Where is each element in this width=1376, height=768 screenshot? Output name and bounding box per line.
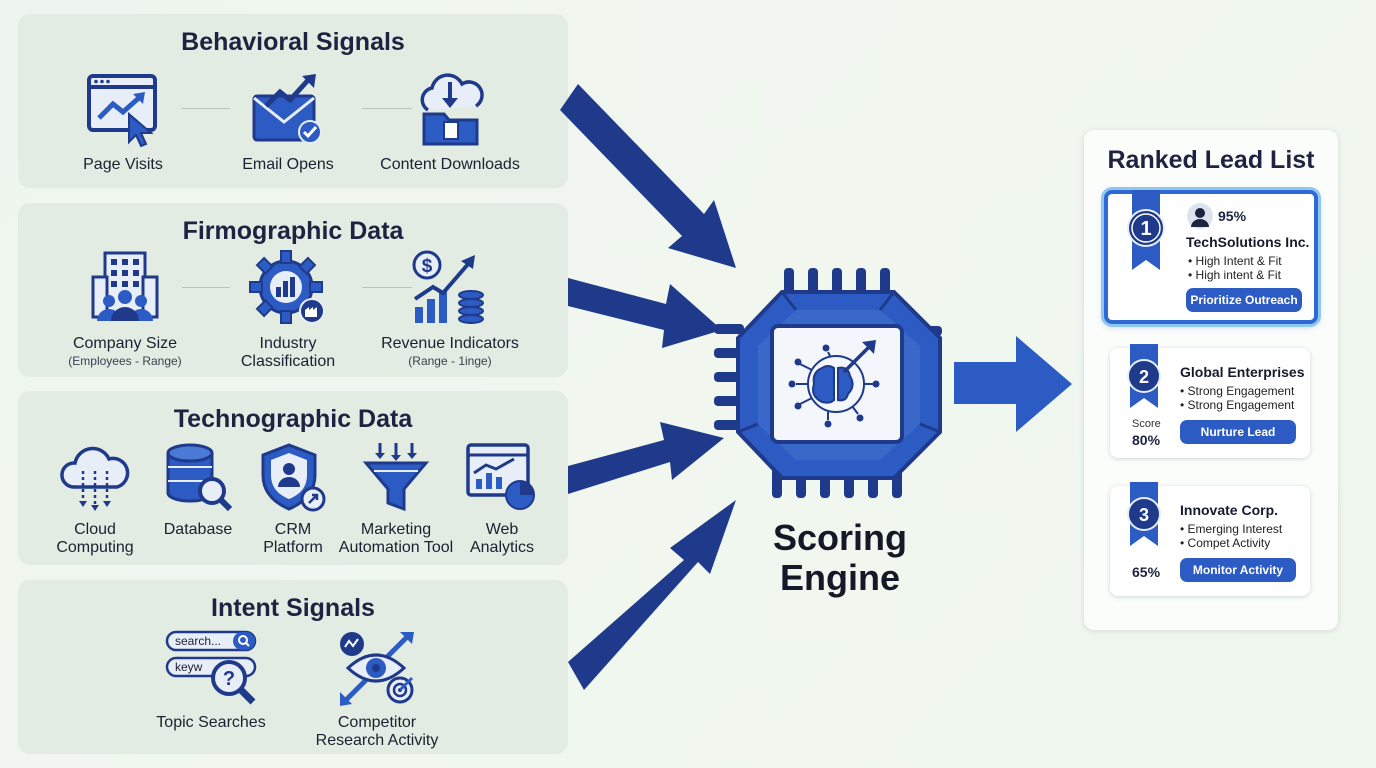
- lead-detail: • High Intent & Fit: [1188, 254, 1282, 268]
- revenue-indicators-item: $ Revenue Indicators (Range - 1inge): [374, 247, 526, 369]
- analytics-icon: [466, 443, 535, 510]
- rank-ribbon-icon: 2: [1127, 344, 1161, 408]
- lead-detail: • Emerging Interest: [1180, 522, 1283, 536]
- lead-detail: • Compet Activity: [1180, 536, 1271, 550]
- lead-score: 95%: [1218, 208, 1247, 224]
- connector-line: [182, 108, 230, 109]
- svg-text:?: ?: [223, 668, 235, 690]
- database-item: Database: [150, 441, 246, 539]
- svg-text:search...: search...: [175, 634, 221, 648]
- funnel-icon: [362, 443, 430, 512]
- brain-network-icon: [796, 351, 874, 420]
- behavioral-signals-panel: Behavioral Signals Page Visits Email Ope…: [18, 14, 568, 188]
- prioritize-outreach-button[interactable]: Prioritize Outreach: [1186, 288, 1302, 312]
- firmographic-data-panel: Firmographic Data Company Size (Employee…: [18, 203, 568, 377]
- lead-name: TechSolutions Inc.: [1186, 234, 1310, 250]
- content-downloads-item: Content Downloads: [374, 70, 526, 174]
- rank-ribbon-icon: 1: [1127, 190, 1165, 270]
- nurture-lead-button[interactable]: Nurture Lead: [1180, 420, 1296, 444]
- lead-card-3[interactable]: 3 65% Innovate Corp. • Emerging Interest…: [1110, 482, 1310, 596]
- avatar-icon: [1187, 203, 1213, 229]
- eye-target-icon: [340, 632, 414, 706]
- database-search-icon: [166, 443, 233, 512]
- lead-detail: • High intent & Fit: [1188, 268, 1281, 282]
- flow-arrow-intent: [568, 500, 736, 690]
- cloud-computing-item: Cloud Computing: [44, 441, 146, 557]
- panel-title: Intent Signals: [211, 594, 375, 622]
- lead-card-2[interactable]: 2 Score 80% Global Enterprises • Strong …: [1110, 344, 1310, 458]
- engine-chip: [714, 268, 942, 498]
- cloud-icon: [60, 446, 130, 511]
- web-analytics-item: Web Analytics: [456, 441, 548, 557]
- lead-card-1[interactable]: 1 95% TechSolutions Inc. • High Intent &…: [1104, 190, 1318, 324]
- gear-chart-icon: [249, 250, 325, 324]
- connector-line: [362, 287, 412, 288]
- svg-text:2: 2: [1139, 367, 1149, 387]
- scoring-engine-label: Scoring Engine: [772, 517, 907, 598]
- svg-text:$: $: [422, 256, 433, 277]
- intent-signals-panel: Intent Signals search... keyw ? Topic Se…: [18, 580, 568, 754]
- panel-title: Behavioral Signals: [181, 28, 405, 56]
- lead-name: Innovate Corp.: [1180, 502, 1279, 518]
- rank-ribbon-icon: 3: [1127, 482, 1161, 546]
- flow-arrow-behavioral: [560, 84, 736, 268]
- industry-item: Industry Classification: [228, 247, 348, 371]
- search-magnifier-icon: search... keyw ?: [165, 630, 257, 705]
- panel-title: Firmographic Data: [182, 217, 404, 245]
- browser-trend-icon: [87, 74, 157, 148]
- panel-title: Technographic Data: [173, 405, 413, 433]
- lead-name: Global Enterprises: [1180, 364, 1305, 380]
- ranked-lead-list-panel: Ranked Lead List 1 95% TechSolutions Inc…: [1084, 130, 1338, 630]
- lead-detail: • Strong Engagement: [1180, 384, 1295, 398]
- page-visits-item: Page Visits: [62, 70, 184, 174]
- lead-score: 80%: [1132, 432, 1161, 448]
- cloud-download-folder-icon: [420, 73, 484, 146]
- crm-platform-item: CRM Platform: [248, 441, 338, 557]
- email-opens-item: Email Opens: [228, 70, 348, 174]
- network-nodes: [788, 344, 880, 428]
- connector-line: [182, 287, 230, 288]
- lead-detail: • Strong Engagement: [1180, 398, 1295, 412]
- competitor-research-item: Competitor Research Activity: [304, 630, 450, 750]
- topic-searches-item: search... keyw ? Topic Searches: [146, 630, 276, 732]
- connector-line: [362, 108, 412, 109]
- score-label: Score: [1132, 418, 1161, 430]
- monitor-activity-button[interactable]: Monitor Activity: [1180, 558, 1296, 582]
- email-trend-icon: [252, 74, 322, 144]
- technographic-data-panel: Technographic Data Cloud Computing Datab…: [18, 391, 568, 565]
- dollar-growth-icon: $: [412, 250, 484, 324]
- svg-text:keyw: keyw: [175, 660, 203, 674]
- panel-title: Ranked Lead List: [1107, 146, 1315, 174]
- flow-arrow-firmographic: [568, 278, 722, 348]
- flow-arrow-technographic: [568, 422, 724, 494]
- lead-score: 65%: [1132, 564, 1161, 580]
- svg-text:3: 3: [1139, 505, 1149, 525]
- building-people-icon: [91, 251, 159, 321]
- output-arrow: [954, 336, 1072, 432]
- crm-shield-icon: [261, 443, 326, 512]
- company-size-item: Company Size (Employees - Range): [60, 247, 190, 369]
- svg-text:1: 1: [1140, 218, 1151, 240]
- marketing-automation-item: Marketing Automation Tool: [334, 441, 458, 557]
